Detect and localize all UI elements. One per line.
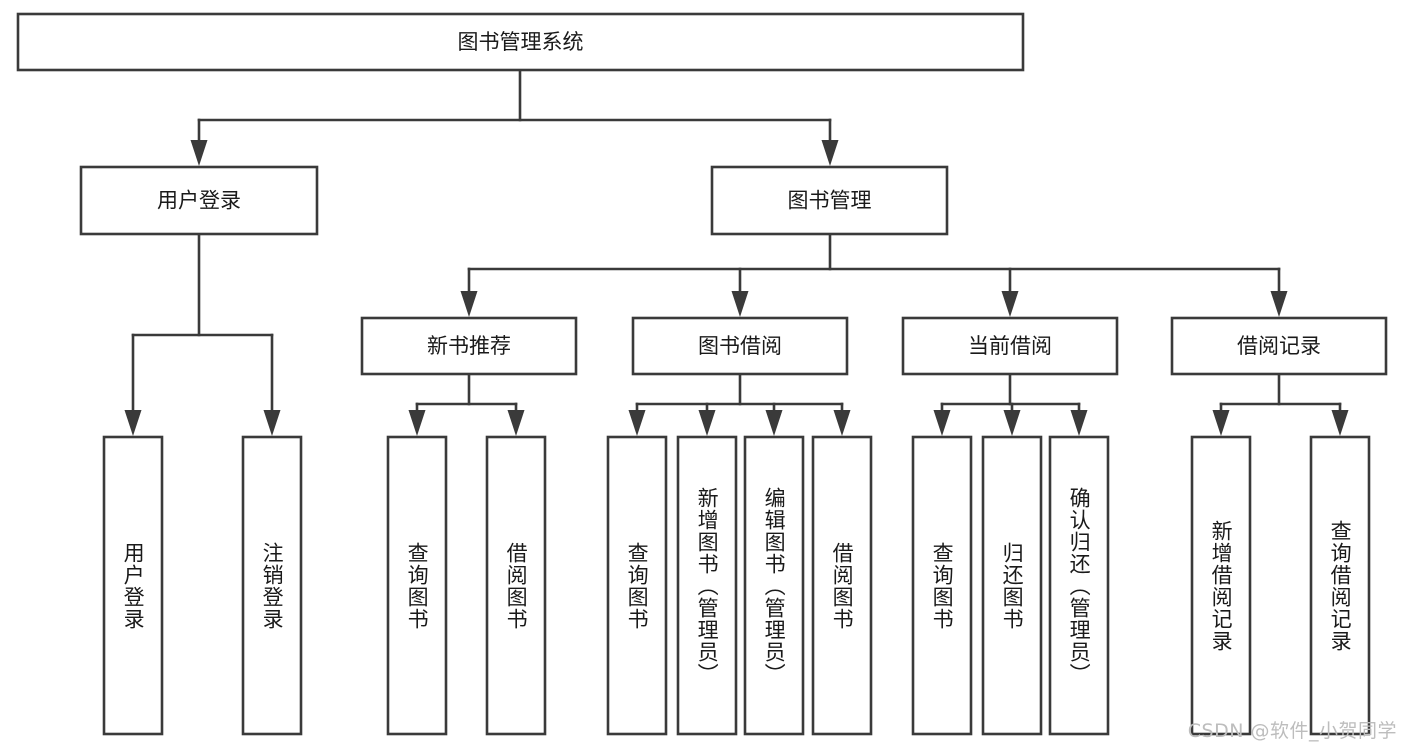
node-user-login[interactable]: 用户登录 bbox=[79, 165, 319, 236]
node-box[interactable] bbox=[1170, 316, 1388, 376]
arrow-head-icon bbox=[821, 140, 839, 166]
connector-root-bus bbox=[190, 68, 839, 166]
node-leaf-query-book-borrow[interactable] bbox=[606, 435, 668, 736]
node-book-manage[interactable]: 图书管理 bbox=[710, 165, 949, 236]
node-box[interactable] bbox=[911, 435, 973, 736]
node-label: 用户登录 bbox=[157, 189, 241, 213]
node-borrow-record[interactable]: 借阅记录 bbox=[1170, 316, 1388, 376]
arrow-head-icon bbox=[460, 291, 478, 317]
arrow-head-icon bbox=[833, 410, 851, 436]
connector-user-login-bus bbox=[124, 232, 281, 436]
node-box[interactable] bbox=[102, 435, 164, 736]
node-new-book-recommend[interactable]: 新书推荐 bbox=[360, 316, 578, 376]
node-label: 新书推荐 bbox=[427, 334, 511, 358]
node-box[interactable] bbox=[386, 435, 448, 736]
node-box[interactable] bbox=[606, 435, 668, 736]
node-box[interactable] bbox=[631, 316, 849, 376]
node-box[interactable] bbox=[79, 165, 319, 236]
node-root[interactable]: 图书管理系统 bbox=[16, 12, 1025, 72]
node-box[interactable] bbox=[241, 435, 303, 736]
arrow-head-icon bbox=[263, 410, 281, 436]
node-leaf-add-borrow-record[interactable] bbox=[1190, 435, 1252, 736]
node-label: 图书借阅 bbox=[698, 334, 782, 358]
node-leaf-add-book-admin[interactable] bbox=[676, 435, 738, 736]
node-leaf-confirm-return-admin[interactable] bbox=[1048, 435, 1110, 736]
arrow-head-icon bbox=[1001, 291, 1019, 317]
node-label: 当前借阅 bbox=[968, 334, 1052, 358]
node-leaf-query-book-current[interactable] bbox=[911, 435, 973, 736]
node-leaf-query-borrow-record[interactable] bbox=[1309, 435, 1371, 736]
node-box[interactable] bbox=[1190, 435, 1252, 736]
arrow-head-icon bbox=[1212, 410, 1230, 436]
node-leaf-logout-login[interactable] bbox=[241, 435, 303, 736]
node-box[interactable] bbox=[811, 435, 873, 736]
arrow-head-icon bbox=[1070, 410, 1088, 436]
node-leaf-user-login[interactable] bbox=[102, 435, 164, 736]
watermark-text: CSDN @软件_小贺同学 bbox=[1187, 720, 1397, 742]
arrow-head-icon bbox=[408, 410, 426, 436]
connector-record-bus bbox=[1212, 372, 1349, 436]
arrow-head-icon bbox=[124, 410, 142, 436]
node-label: 图书管理 bbox=[788, 189, 872, 213]
node-label: 图书管理系统 bbox=[458, 30, 584, 54]
node-box[interactable] bbox=[901, 316, 1119, 376]
node-leaf-return-book[interactable] bbox=[981, 435, 1043, 736]
connector-layer bbox=[124, 68, 1349, 436]
node-current-borrow[interactable]: 当前借阅 bbox=[901, 316, 1119, 376]
node-box[interactable] bbox=[676, 435, 738, 736]
arrow-head-icon bbox=[628, 410, 646, 436]
node-box[interactable] bbox=[710, 165, 949, 236]
node-book-borrow[interactable]: 图书借阅 bbox=[631, 316, 849, 376]
node-box[interactable] bbox=[16, 12, 1025, 72]
arrow-head-icon bbox=[1003, 410, 1021, 436]
node-box[interactable] bbox=[1048, 435, 1110, 736]
arrow-head-icon bbox=[1270, 291, 1288, 317]
node-box[interactable] bbox=[360, 316, 578, 376]
arrow-head-icon bbox=[190, 140, 208, 166]
connector-book-manage-bus bbox=[460, 232, 1288, 317]
arrow-head-icon bbox=[698, 410, 716, 436]
arrow-head-icon bbox=[765, 410, 783, 436]
node-leaf-borrow-book-recommend[interactable] bbox=[485, 435, 547, 736]
arrow-head-icon bbox=[731, 291, 749, 317]
node-leaf-query-book-recommend[interactable] bbox=[386, 435, 448, 736]
node-label: 借阅记录 bbox=[1237, 334, 1321, 358]
arrow-head-icon bbox=[507, 410, 525, 436]
node-box[interactable] bbox=[485, 435, 547, 736]
node-box[interactable] bbox=[1309, 435, 1371, 736]
connector-current-bus bbox=[933, 372, 1088, 436]
node-box[interactable] bbox=[981, 435, 1043, 736]
arrow-head-icon bbox=[933, 410, 951, 436]
node-leaf-edit-book-admin[interactable] bbox=[743, 435, 805, 736]
connector-recommend-bus bbox=[408, 372, 525, 436]
node-leaf-borrow-book[interactable] bbox=[811, 435, 873, 736]
arrow-head-icon bbox=[1331, 410, 1349, 436]
node-box[interactable] bbox=[743, 435, 805, 736]
connector-borrow-bus bbox=[628, 372, 851, 436]
